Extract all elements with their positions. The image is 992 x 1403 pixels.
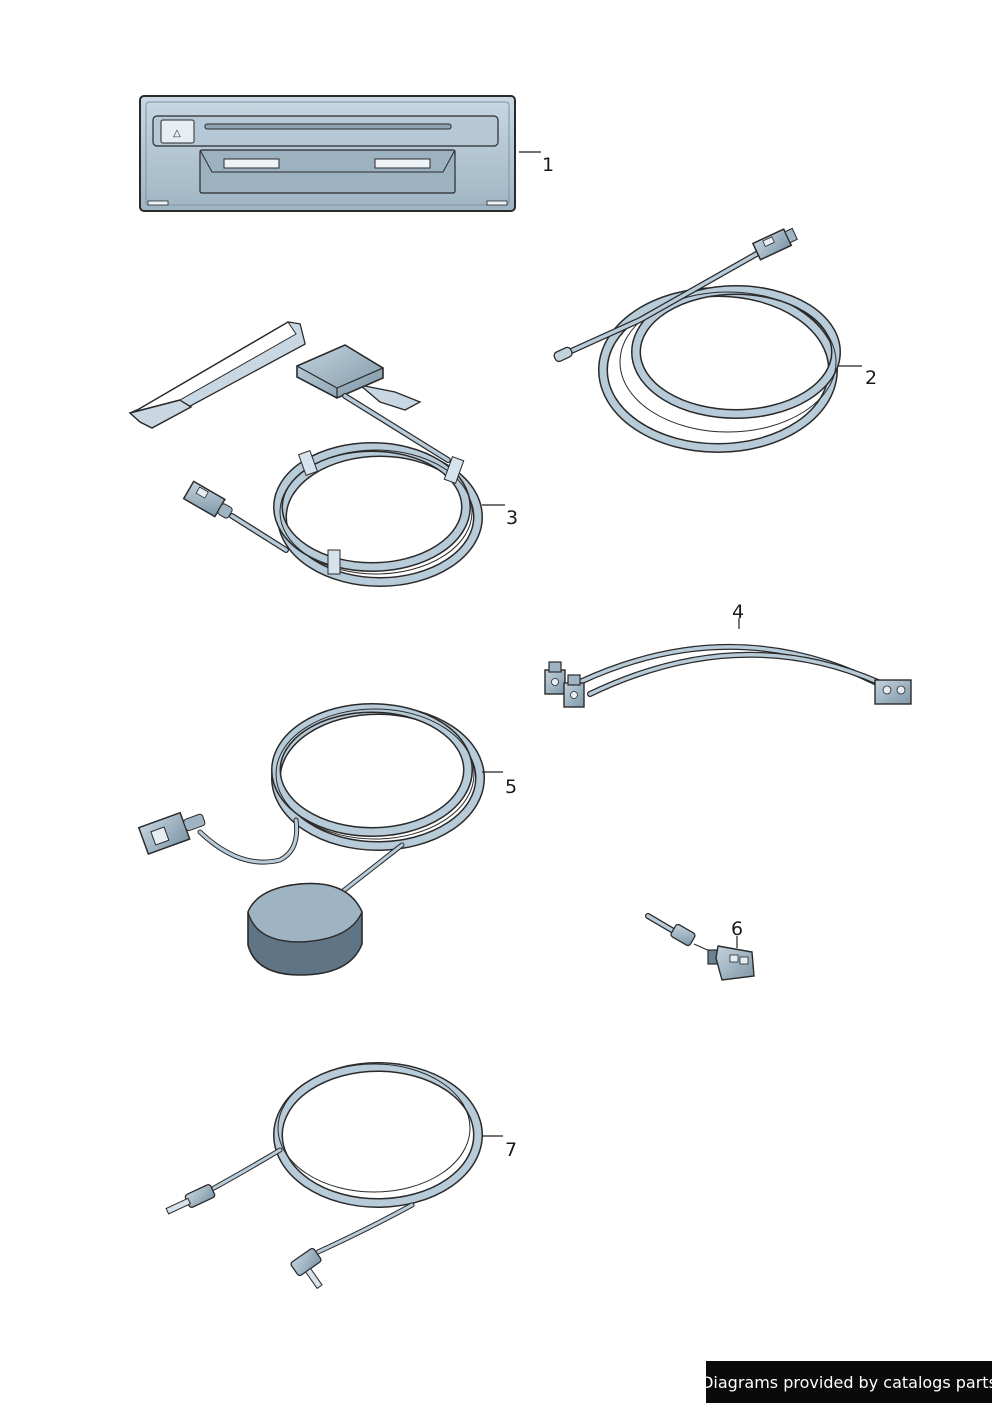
connector-icon [645,913,755,981]
part-number-5: 5 [505,776,518,798]
part-number-7: 7 [505,1139,518,1161]
coiled-cable-icon [553,227,841,453]
gps-antenna-icon [137,703,485,976]
part-number-2: 2 [865,367,878,389]
part-number-4: 4 [732,601,745,623]
part-number-6: 6 [731,918,744,940]
part-number-3: 3 [506,507,519,529]
credit-banner: Diagrams provided by catalogs parts [701,1361,992,1403]
media-unit-icon: △ [139,95,516,212]
part-number-1: 1 [542,154,555,176]
eject-button-glyph: △ [173,128,181,139]
antenna-amplifier-cable-icon [128,321,483,587]
audio-cable-icon [165,1062,483,1290]
adapter-cable-icon [544,643,912,708]
